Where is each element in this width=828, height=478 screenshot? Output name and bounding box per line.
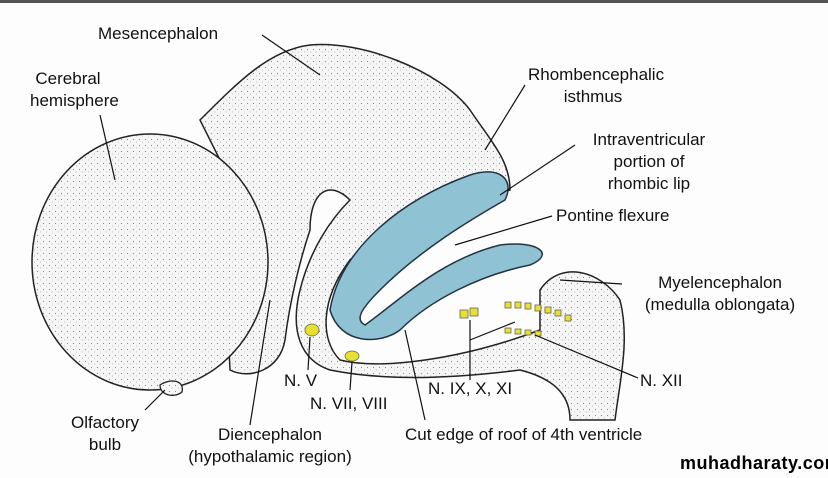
cranial-nerve-roots: [304, 301, 572, 362]
leader-lines: [99, 34, 639, 426]
label-line: portion of: [613, 152, 685, 171]
label-cut-edge: Cut edge of roof of 4th ventricle: [405, 425, 643, 444]
label-cerebral-hemisphere: Cerebral hemisphere: [30, 68, 119, 112]
watermark: muhadharaty.com: [680, 453, 828, 473]
label-line: Myelencephalon: [658, 273, 782, 292]
label-diencephalon: Diencephalon (hypothalamic region): [170, 424, 370, 468]
label-mesencephalon: Mesencephalon: [98, 24, 219, 43]
label-line: isthmus: [563, 87, 623, 106]
fourth-ventricle-shape: [329, 171, 543, 341]
olfactory-bulb-shape: [159, 380, 183, 396]
label-rhombic-lip: Intraventricular portion of rhombic lip: [574, 129, 724, 195]
label-line: (hypothalamic region): [188, 447, 352, 466]
label-line: (medulla oblongata): [644, 295, 796, 314]
label-line: Olfactory: [70, 413, 140, 432]
label-rhombencephalic-isthmus: Rhombencephalic isthmus: [528, 64, 665, 108]
brainstem-body: [199, 43, 626, 421]
label-line: hemisphere: [30, 91, 119, 110]
cerebral-hemisphere-shape: [31, 133, 269, 391]
label-n-v: N. V: [284, 371, 318, 390]
label-n-vii-viii: N. VII, VIII: [310, 394, 388, 413]
label-n-xii: N. XII: [640, 371, 683, 390]
label-line: rhombic lip: [607, 174, 691, 193]
label-n-ix-x-xi: N. IX, X, XI: [428, 379, 513, 398]
label-line: Diencephalon: [218, 425, 322, 444]
label-line: Cerebral: [35, 69, 101, 88]
label-pontine-flexure: Pontine flexure: [556, 206, 670, 225]
label-myelencephalon: Myelencephalon (medulla oblongata): [620, 272, 820, 316]
label-line: Intraventricular: [592, 130, 706, 149]
label-line: Rhombencephalic: [528, 65, 665, 84]
label-line: bulb: [88, 435, 122, 454]
top-border: [0, 0, 828, 3]
label-olfactory-bulb: Olfactory bulb: [55, 412, 155, 456]
